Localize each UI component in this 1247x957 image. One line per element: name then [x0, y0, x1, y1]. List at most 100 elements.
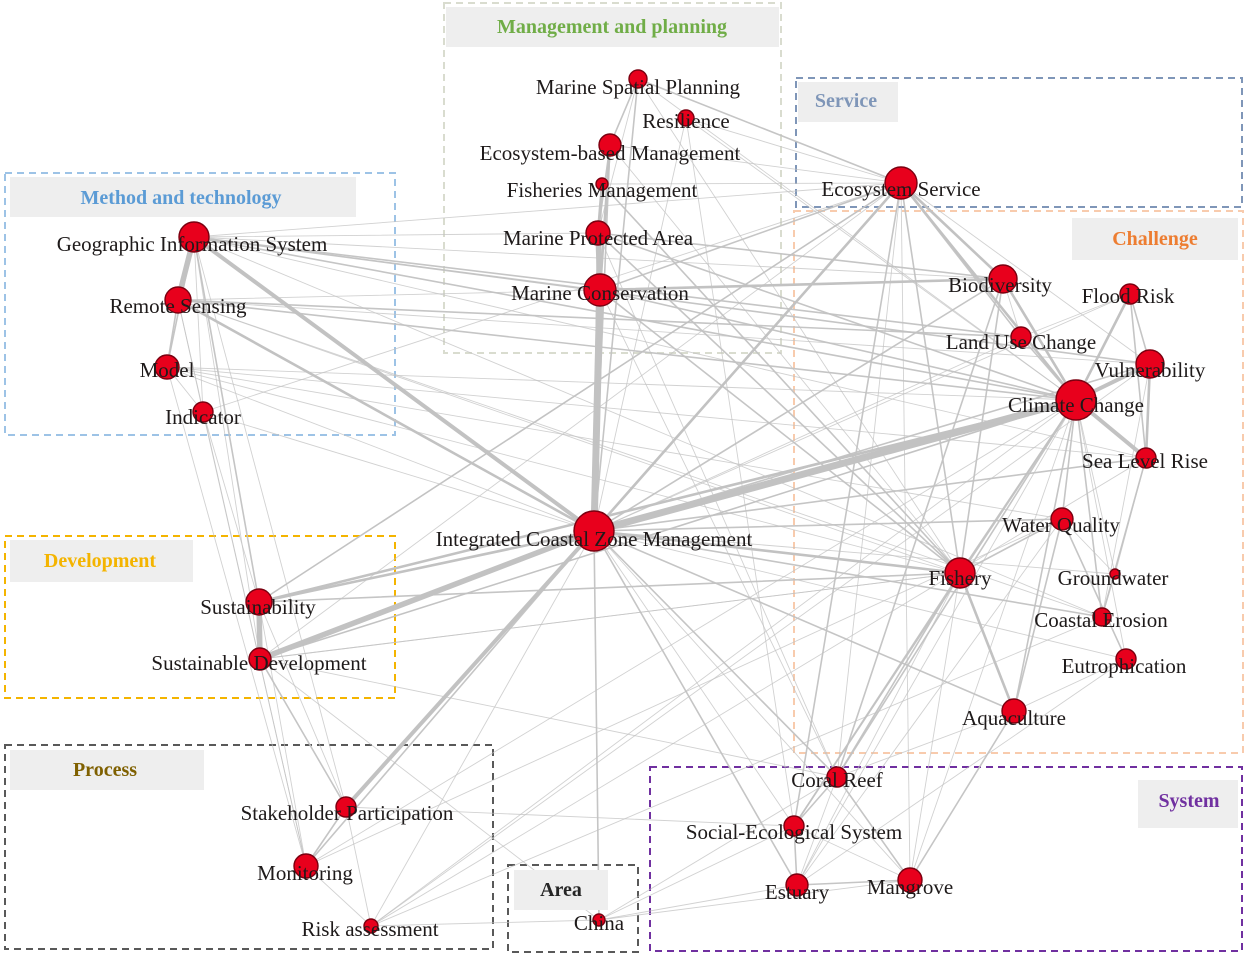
edge-ra-cc — [370, 399, 1077, 927]
group-boxes — [4, 2, 1244, 953]
node-layer — [154, 69, 1165, 934]
edge-fish-aqua — [958, 571, 1016, 713]
group-box-development — [4, 535, 396, 699]
node-label-china: China — [574, 911, 625, 935]
node-circle-ses — [783, 815, 805, 837]
node-label-mon: Monitoring — [257, 861, 353, 885]
node-circle-icm — [573, 510, 615, 552]
node-circle-china — [592, 913, 606, 927]
edge-fm-es — [601, 182, 902, 185]
node-label-bio: Biodiversity — [948, 273, 1052, 297]
edge-gis-es — [193, 182, 902, 238]
edge-fish-mang — [909, 572, 961, 881]
edge-wq-aqua — [1013, 518, 1063, 712]
node-circle-mang — [897, 867, 923, 893]
node-label-est: Estuary — [765, 880, 830, 904]
edge-rs-cc — [177, 299, 1077, 401]
edge-icm-ind — [202, 411, 595, 532]
node-label-wq: Water Quality — [1002, 513, 1120, 537]
edge-cc-gw — [1075, 399, 1116, 575]
edge-aqua-eut — [1013, 658, 1127, 712]
edge-aqua-coral — [836, 710, 1015, 778]
edge-model-mon — [166, 366, 307, 867]
edge-mpa-fish — [597, 232, 961, 574]
group-tag-bg-system — [1138, 780, 1238, 828]
edge-mc-bio — [598, 277, 1005, 292]
node-circle-eut — [1115, 648, 1137, 670]
edge-eut-est — [796, 658, 1127, 886]
node-circle-luc — [1010, 326, 1032, 348]
group-title-area: Area — [540, 879, 582, 901]
edge-sd-cc — [259, 399, 1077, 660]
edge-es-coral — [836, 182, 902, 778]
edge-coral-china — [598, 776, 838, 921]
group-title-service: Service — [815, 90, 877, 112]
node-circle-rs — [164, 286, 192, 314]
edge-sp-ra — [345, 806, 372, 927]
node-label-slr: Sea Level Rise — [1082, 449, 1208, 473]
node-label-mc: Marine Conservation — [511, 281, 689, 305]
node-circle-est — [785, 873, 809, 897]
group-box-challenge — [793, 210, 1244, 754]
group-title-development: Development — [44, 550, 157, 572]
edge-aqua-mang — [909, 710, 1015, 881]
group-box-system — [649, 766, 1243, 952]
edge-mang-china — [598, 879, 911, 921]
group-tag-bg-process — [10, 750, 204, 790]
node-circle-sp — [335, 796, 357, 818]
node-circle-coral — [826, 766, 848, 788]
edge-wq-est — [796, 518, 1063, 886]
edge-mpa-bio — [597, 232, 1004, 280]
edge-sus-gis — [193, 236, 260, 603]
node-label-ind: Indicator — [165, 405, 241, 429]
node-circle-fm — [595, 177, 609, 191]
edge-coral-mang — [836, 776, 911, 881]
group-title-method: Method and technology — [80, 187, 281, 209]
edge-ra-ce — [370, 616, 1103, 927]
edge-icm-ses — [593, 530, 795, 827]
node-circle-sus — [245, 588, 273, 616]
edge-fm-fish — [601, 183, 961, 574]
node-circle-cc — [1055, 379, 1097, 421]
edge-model-slr — [166, 366, 1147, 459]
edge-es-fish — [900, 182, 961, 574]
edge-est-china — [598, 884, 798, 921]
node-circle-ce — [1092, 607, 1112, 627]
node-label-fm: Fisheries Management — [507, 178, 698, 202]
node-label-mang: Mangrove — [867, 875, 953, 899]
edge-sus-mon — [258, 601, 307, 867]
edge-vul-slr — [1144, 362, 1152, 460]
group-box-service — [795, 77, 1243, 208]
edge-rs-mc — [177, 289, 601, 301]
edge-wq-gw — [1061, 518, 1116, 575]
edge-mon-ind — [202, 411, 307, 867]
node-circle-ind — [192, 401, 214, 423]
edge-luc-flood — [1020, 293, 1131, 338]
node-label-sp: Stakeholder Participation — [241, 801, 454, 825]
edge-mpa-coral — [597, 232, 838, 778]
edge-es-sd — [259, 182, 902, 660]
edge-msp-cc — [637, 78, 1077, 401]
edge-cc-mang — [909, 399, 1077, 881]
edge-ebm-msp — [609, 78, 639, 146]
node-label-rs: Remote Sensing — [109, 294, 247, 318]
edge-icm-gw — [593, 530, 1116, 575]
node-label-coral: Coral Reef — [791, 768, 883, 792]
edge-es-mang — [900, 182, 911, 881]
node-label-flood: Flood Risk — [1082, 284, 1175, 308]
node-circle-mpa — [585, 220, 611, 246]
node-circle-vul — [1135, 349, 1165, 379]
edge-msp-es — [637, 78, 902, 184]
edge-rs-fish — [177, 299, 961, 574]
group-box-process — [4, 744, 494, 950]
node-label-icm: Integrated Coastal Zone Management — [436, 527, 753, 551]
group-box-area — [507, 864, 639, 953]
node-label-ce: Coastal Erosion — [1034, 608, 1168, 632]
group-box-management — [443, 2, 782, 354]
edge-ind-es — [202, 182, 902, 413]
edge-mon-cc — [305, 399, 1077, 867]
edge-china-ra — [370, 919, 600, 927]
edge-cc-ce — [1075, 399, 1103, 618]
node-label-gis: Geographic Information System — [57, 232, 328, 256]
